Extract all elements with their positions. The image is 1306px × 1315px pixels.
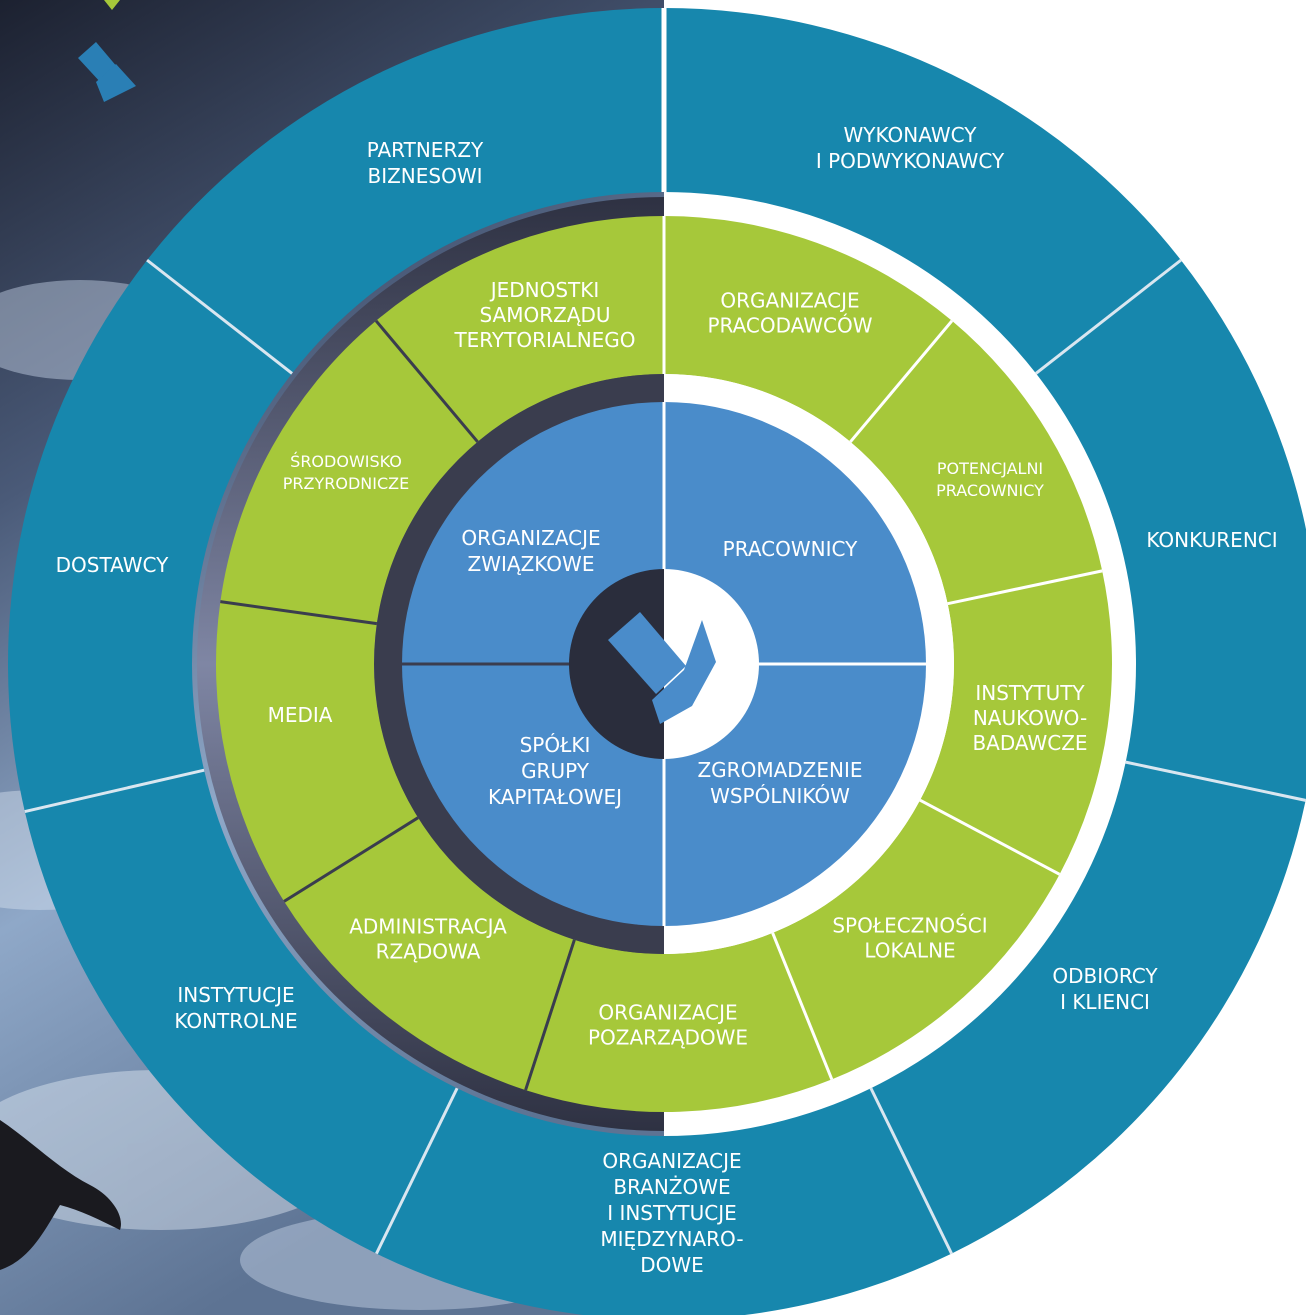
segment-divider: [375, 1087, 459, 1255]
inner-zgromadzenie-label-line: WSPÓLNIKÓW: [710, 784, 850, 808]
inner-spolki-label-line: KAPITAŁOWEJ: [488, 785, 622, 809]
inner-pracownicy-label: PRACOWNICY: [723, 537, 858, 561]
outer-wykonawcy-label-line: WYKONAWCY: [844, 123, 978, 147]
middle-pozarzadowe-label-line: ORGANIZACJE: [598, 1001, 737, 1025]
inner-spolki-label-line: GRUPY: [521, 759, 590, 783]
outer-segment-odbiorcy: [870, 762, 1306, 1254]
segment-divider: [919, 798, 1061, 876]
segment-divider: [869, 1087, 953, 1255]
middle-potencjalni-label-line: PRACOWNICY: [936, 481, 1044, 500]
middle-segment-samorzadu: [376, 216, 664, 442]
middle-potencjalni-label: POTENCJALNI PRACOWNICY: [936, 459, 1044, 500]
outer-branzowe-label-line: I INSTYTUCJE: [607, 1201, 737, 1225]
middle-segment-media: [216, 601, 419, 902]
middle-instytuty-label-line: INSTYTUTY: [975, 681, 1085, 705]
middle-segment-administracja: [284, 817, 575, 1091]
outer-branzowe-label-line: MIĘDZYNARO-: [600, 1227, 743, 1251]
outer-segment-partnerzy: [147, 8, 664, 374]
middle-samorzadu-label-line: JEDNOSTKI: [489, 278, 600, 302]
outer-dostawcy-label: DOSTAWCY: [56, 553, 169, 577]
middle-segment-instytuty: [920, 570, 1113, 875]
outer-segment-branzowe: [376, 1088, 952, 1315]
inner-pracownicy-label-line: PRACOWNICY: [723, 537, 858, 561]
outer-partnerzy-label-line: BIZNESOWI: [367, 164, 482, 188]
middle-pozarzadowe-label-line: POZARZĄDOWE: [588, 1026, 748, 1050]
middle-pracodawcow-label-line: ORGANIZACJE: [720, 289, 859, 313]
segment-divider: [524, 939, 576, 1091]
company-logo-icon: [569, 569, 759, 759]
middle-spolecznosci-label-line: LOKALNE: [864, 939, 955, 963]
outer-wykonawcy-label-line: I PODWYKONAWCY: [816, 149, 1005, 173]
middle-srodowisko-label-line: PRZYRODNICZE: [283, 474, 409, 493]
segment-divider: [947, 569, 1103, 606]
segment-divider: [771, 932, 834, 1080]
middle-pracodawcow-label-line: PRACODAWCÓW: [707, 314, 872, 338]
middle-instytuty-label-line: NAUKOWO-: [973, 706, 1087, 730]
outer-partnerzy-label-line: PARTNERZY: [367, 138, 484, 162]
segment-divider: [146, 258, 293, 375]
middle-ring: [216, 216, 1113, 1112]
outer-kontrolne-label-line: INSTYTUCJE: [177, 983, 294, 1007]
outer-ring: [7, 8, 1306, 1315]
middle-segment-pracodawcow: [664, 216, 952, 442]
inner-zwiazkowe-label-line: ORGANIZACJE: [461, 526, 600, 550]
segment-divider: [220, 600, 378, 626]
segment-divider: [1035, 258, 1182, 375]
bird-silhouette: [0, 1120, 121, 1270]
middle-segment-spolecznosci: [772, 800, 1060, 1080]
middle-potencjalni-label-line: POTENCJALNI: [937, 459, 1043, 478]
middle-segment-pozarzadowe: [525, 932, 832, 1112]
inner-zwiazkowe-label-line: ZWIĄZKOWE: [468, 552, 595, 576]
corner-logo-icon: [78, 0, 136, 102]
outer-dostawcy-label-line: DOSTAWCY: [56, 553, 169, 577]
middle-spolecznosci-label-line: SPOŁECZNOŚCI: [832, 914, 987, 938]
segment-divider: [849, 319, 954, 443]
middle-media-label: MEDIA: [268, 703, 333, 727]
outer-odbiorcy-label-line: I KLIENCI: [1060, 990, 1150, 1014]
middle-instytuty-label-line: BADAWCZE: [972, 731, 1087, 755]
outer-odbiorcy-label-line: ODBIORCY: [1052, 964, 1158, 988]
middle-srodowisko-label: ŚRODOWISKO PRZYRODNICZE: [283, 452, 409, 493]
middle-administracja-label-line: RZĄDOWA: [376, 940, 481, 964]
middle-media-label-line: MEDIA: [268, 703, 333, 727]
outer-konkurenci-label: KONKURENCI: [1146, 528, 1277, 552]
middle-segment-srodowisko: [220, 320, 478, 624]
segment-divider: [24, 768, 205, 814]
segment-divider: [374, 319, 479, 443]
outer-konkurenci-label-line: KONKURENCI: [1146, 528, 1277, 552]
middle-segment-potencjalni: [850, 320, 1103, 604]
inner-spolki-label-line: SPÓŁKI: [520, 733, 591, 757]
outer-branzowe-label-line: ORGANIZACJE: [602, 1149, 741, 1173]
middle-samorzadu-label-line: TERYTORIALNEGO: [453, 328, 635, 352]
outer-branzowe-label-line: DOWE: [640, 1253, 704, 1277]
segment-divider: [283, 816, 419, 903]
middle-administracja-label-line: ADMINISTRACJA: [349, 915, 507, 939]
outer-segment-kontrolne: [24, 770, 458, 1254]
outer-segment-konkurenci: [1035, 260, 1306, 801]
outer-kontrolne-label-line: KONTROLNE: [174, 1009, 297, 1033]
inner-zgromadzenie-label-line: ZGROMADZENIE: [697, 758, 862, 782]
middle-samorzadu-label-line: SAMORZĄDU: [479, 303, 610, 327]
outer-branzowe-label-line: BRANŻOWE: [613, 1175, 730, 1199]
outer-segment-dostawcy: [7, 260, 293, 812]
middle-srodowisko-label-line: ŚRODOWISKO: [290, 452, 402, 471]
segment-divider: [1125, 760, 1306, 802]
outer-segment-wykonawcy: [664, 8, 1181, 374]
